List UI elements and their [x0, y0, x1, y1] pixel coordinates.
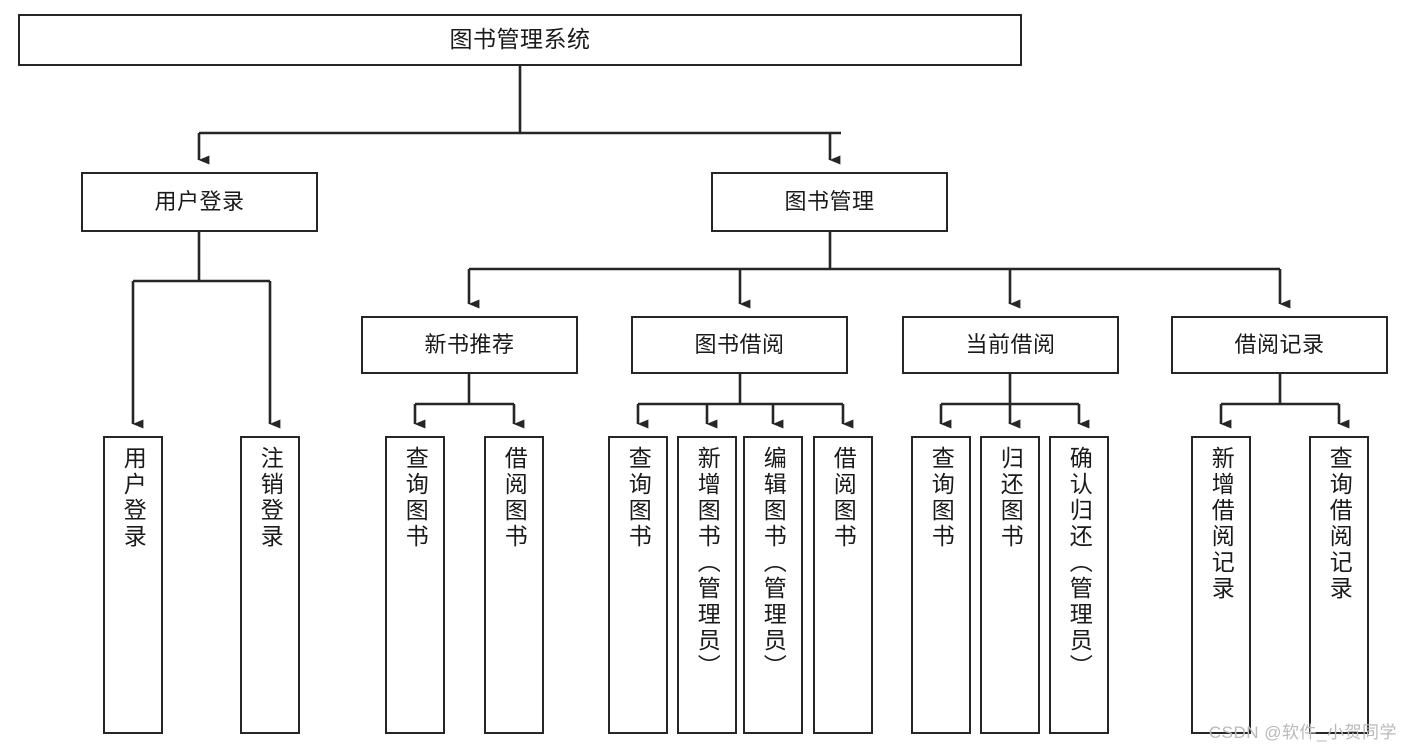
node-leaf-add-book[interactable]: 新增图书（管理员） — [677, 436, 737, 734]
node-leaf-query-book-borrow-label: 查询图书 — [625, 446, 652, 550]
node-current-borrow[interactable]: 当前借阅 — [902, 316, 1119, 374]
node-leaf-logout-login-label: 注销登录 — [257, 446, 284, 550]
node-leaf-query-record[interactable]: 查询借阅记录 — [1309, 436, 1369, 734]
node-leaf-query-record-label: 查询借阅记录 — [1326, 446, 1353, 602]
node-user-login[interactable]: 用户登录 — [81, 172, 318, 232]
node-leaf-add-record-label: 新增借阅记录 — [1208, 446, 1235, 602]
node-user-login-label: 用户登录 — [154, 189, 245, 215]
node-leaf-confirm-return[interactable]: 确认归还（管理员） — [1049, 436, 1109, 734]
node-leaf-confirm-return-label: 确认归还（管理员） — [1066, 446, 1093, 680]
node-borrow-record-label: 借阅记录 — [1234, 332, 1325, 358]
node-book-borrow-label: 图书借阅 — [694, 332, 785, 358]
node-leaf-query-book-rec[interactable]: 查询图书 — [385, 436, 445, 734]
node-leaf-borrow-book-rec[interactable]: 借阅图书 — [484, 436, 544, 734]
node-leaf-user-login-label: 用户登录 — [120, 446, 147, 550]
node-new-book-rec-label: 新书推荐 — [424, 332, 515, 358]
node-leaf-borrow-book[interactable]: 借阅图书 — [813, 436, 873, 734]
node-leaf-query-book-rec-label: 查询图书 — [402, 446, 429, 550]
node-leaf-add-book-label: 新增图书（管理员） — [694, 446, 721, 680]
node-leaf-return-book-label: 归还图书 — [997, 446, 1024, 550]
node-leaf-edit-book-label: 编辑图书（管理员） — [760, 446, 787, 680]
node-leaf-add-record[interactable]: 新增借阅记录 — [1191, 436, 1251, 734]
node-leaf-borrow-book-label: 借阅图书 — [830, 446, 857, 550]
node-leaf-query-book-borrow[interactable]: 查询图书 — [608, 436, 668, 734]
node-new-book-rec[interactable]: 新书推荐 — [361, 316, 578, 374]
node-root-label: 图书管理系统 — [449, 26, 591, 53]
node-leaf-query-book-current-label: 查询图书 — [928, 446, 955, 550]
node-book-manage[interactable]: 图书管理 — [711, 172, 948, 232]
node-root[interactable]: 图书管理系统 — [18, 14, 1022, 66]
node-leaf-logout-login[interactable]: 注销登录 — [240, 436, 300, 734]
node-book-borrow[interactable]: 图书借阅 — [631, 316, 848, 374]
node-leaf-query-book-current[interactable]: 查询图书 — [911, 436, 971, 734]
node-current-borrow-label: 当前借阅 — [965, 332, 1056, 358]
node-book-manage-label: 图书管理 — [784, 189, 875, 215]
node-borrow-record[interactable]: 借阅记录 — [1171, 316, 1388, 374]
node-leaf-return-book[interactable]: 归还图书 — [980, 436, 1040, 734]
node-leaf-user-login[interactable]: 用户登录 — [103, 436, 163, 734]
node-leaf-borrow-book-rec-label: 借阅图书 — [501, 446, 528, 550]
node-leaf-edit-book[interactable]: 编辑图书（管理员） — [743, 436, 803, 734]
